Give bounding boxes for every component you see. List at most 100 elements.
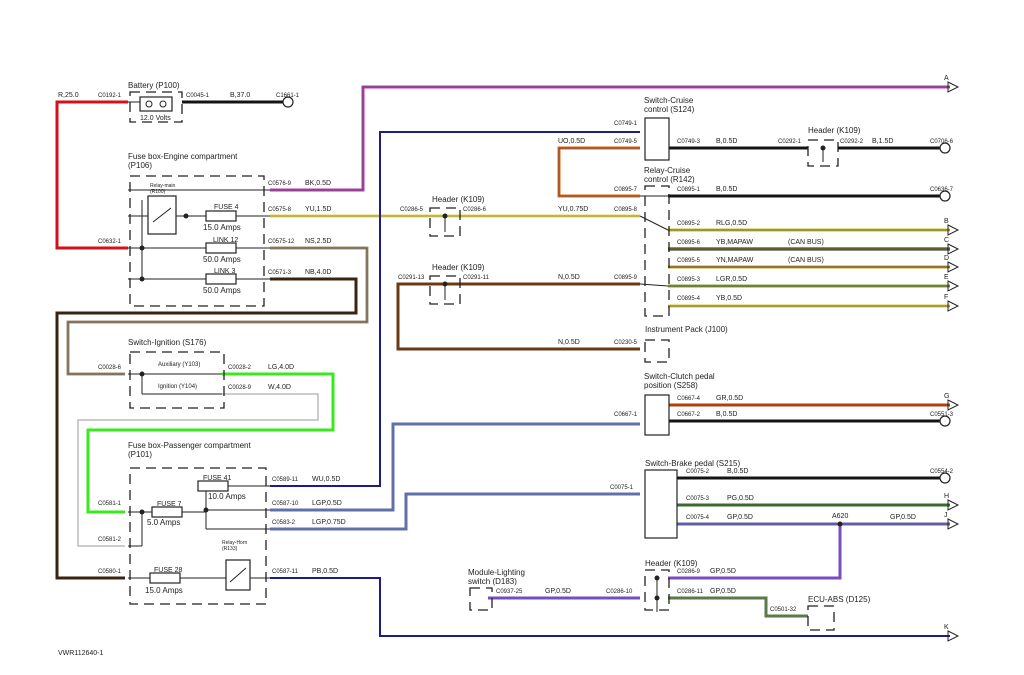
wire-code-gp05-1: GP,0.5D (727, 514, 753, 521)
battery (128, 91, 183, 123)
relay-cruise-symbol (639, 185, 670, 317)
fusebox-engine (128, 175, 270, 307)
switch-ignition (128, 351, 225, 409)
wire-code-lgr05: LGR,0.5D (716, 276, 747, 283)
terminal-c: C (944, 237, 949, 244)
header-k109-2 (429, 275, 461, 305)
conn-c0895-6: C0895-6 (677, 240, 701, 246)
ground-c0551 (939, 415, 951, 427)
conn-c0636-7: C0636-7 (930, 187, 954, 193)
terminal-f: F (944, 294, 948, 301)
header-k109-3 (807, 139, 839, 167)
conn-c0291-13: C0291-13 (398, 275, 425, 281)
conn-c0551-3: C0551-3 (930, 412, 954, 418)
conn-c0937-25: C0937-25 (496, 589, 523, 595)
wire-code-b05-4: B,0.5D (727, 468, 748, 475)
ground-c0554 (939, 472, 951, 484)
conn-c0286-11: C0286-11 (677, 589, 704, 595)
link12-amps: 50.0 Amps (203, 255, 241, 264)
relay-cruise-label: Relay-Cruise control (R142) (644, 166, 695, 184)
module-lighting-symbol (469, 587, 493, 611)
ecu-abs-symbol (807, 605, 835, 631)
wire-code-yu075: YU,0.75D (558, 206, 588, 213)
conn-c0581-1: C0581-1 (98, 501, 122, 507)
wire-code-lgp075: LGP,0.75D (312, 519, 346, 526)
terminal-b: B (944, 218, 949, 225)
terminal-a: A (944, 75, 949, 82)
battery-label: Battery (P100) (128, 81, 180, 90)
link3-amps: 50.0 Amps (203, 286, 241, 295)
conn-c0028-9: C0028-9 (228, 385, 252, 391)
wire-code-b05-2: B,0.5D (716, 186, 737, 193)
wire-code-b05-1: B,0.5D (716, 138, 737, 145)
wire-code-b37: B,37.0 (230, 92, 250, 99)
wire-code-pg05: PG,0.5D (727, 495, 754, 502)
conn-c0286-6: C0286-6 (463, 207, 487, 213)
conn-c0749-3: C0749-3 (677, 139, 701, 145)
conn-c0286-9: C0286-9 (677, 569, 701, 575)
wire-code-r25: R,25.0 (58, 92, 79, 99)
wire-code-wu05: WU,0.5D (312, 476, 340, 483)
wire-code-lg40: LG,4.0D (268, 364, 294, 371)
wire-code-yb05: YB,0.5D (716, 295, 742, 302)
terminal-g: G (944, 393, 949, 400)
wire-code-yu15: YU,1.5D (305, 206, 331, 213)
conn-c0667-4: C0667-4 (677, 396, 701, 402)
conn-c0571-3: C0571-3 (268, 270, 292, 276)
wire-code-gp05-2: GP,0.5D (890, 514, 916, 521)
wire-lgp075 (270, 492, 640, 531)
conn-c0587-10: C0587-10 (272, 501, 299, 507)
switch-cruise-symbol (644, 117, 670, 161)
terminal-e: E (944, 274, 949, 281)
wire-code-ynmapaw: YN,MAPAW (716, 257, 754, 264)
conn-c0292-2: C0292-2 (840, 139, 864, 145)
conn-c0895-1: C0895-1 (677, 187, 701, 193)
wire-code-b05-3: B,0.5D (716, 411, 737, 418)
wire-code-pb05: PB,0.5D (312, 568, 338, 575)
fuse28-symbol (149, 572, 181, 584)
splice-a620: A620 (832, 513, 848, 520)
wire-w40 (77, 393, 319, 547)
module-lighting-label: Module-Lighting switch (D183) (468, 568, 525, 586)
fuse7-symbol (151, 506, 183, 518)
conn-c0286-5: C0286-5 (400, 207, 424, 213)
wire-code-gp05-4: GP,0.5D (545, 588, 571, 595)
conn-c0895-2: C0895-2 (677, 221, 701, 227)
conn-c0895-8: C0895-8 (614, 207, 638, 213)
conn-c0501-32: C0501-32 (770, 607, 797, 613)
instrument-pack-symbol (644, 339, 670, 363)
conn-c0749-5: C0749-5 (614, 139, 638, 145)
conn-c0580-1: C0580-1 (98, 569, 122, 575)
conn-c0075-1: C0075-1 (610, 485, 634, 491)
conn-c0575-12: C0575-12 (268, 239, 295, 245)
wire-code-n05-1: N,0.5D (558, 274, 580, 281)
conn-c0045-1: C0045-1 (186, 93, 210, 99)
relay-horn-label: Relay-Horn (R133) (222, 540, 248, 552)
fusebox-engine-label: Fuse box-Engine compartment (P106) (128, 152, 238, 170)
fuse7-amps: 5.0 Amps (147, 518, 180, 527)
switch-cruise-label: Switch-Cruise control (S124) (644, 96, 695, 114)
ground-c1661 (282, 96, 294, 108)
terminal-d: D (944, 255, 949, 262)
fusebox-passenger-label: Fuse box-Passenger compartment (P101) (128, 441, 251, 459)
conn-c0632-1: C0632-1 (98, 239, 122, 245)
conn-c0075-4: C0075-4 (686, 515, 710, 521)
ecu-abs-label: ECU-ABS (D125) (808, 595, 871, 604)
terminal-k: K (944, 624, 949, 631)
header-k109-4 (644, 569, 670, 612)
link3-symbol (205, 273, 237, 285)
relay-main-label: Relay-main (R100) (150, 183, 176, 195)
header-k109-label-1: Header (K109) (432, 195, 485, 204)
conn-c0575-8: C0575-8 (268, 207, 292, 213)
conn-c0576-9: C0576-9 (268, 181, 292, 187)
conn-c0895-4: C0895-4 (677, 296, 701, 302)
wire-code-uo05: UO,0.5D (558, 138, 585, 145)
fuse28-label: FUSE 28 (154, 567, 183, 574)
switch-brake-label: Switch-Brake pedal (S215) (645, 459, 740, 468)
switch-brake-symbol (644, 469, 678, 539)
fuse41-label: FUSE 41 (203, 475, 232, 482)
auxiliary-label: Auxiliary (Y103) (158, 362, 200, 368)
conn-c0292-1: C0292-1 (778, 139, 802, 145)
switch-clutch-label: Switch-Clutch pedal position (S258) (644, 372, 715, 390)
